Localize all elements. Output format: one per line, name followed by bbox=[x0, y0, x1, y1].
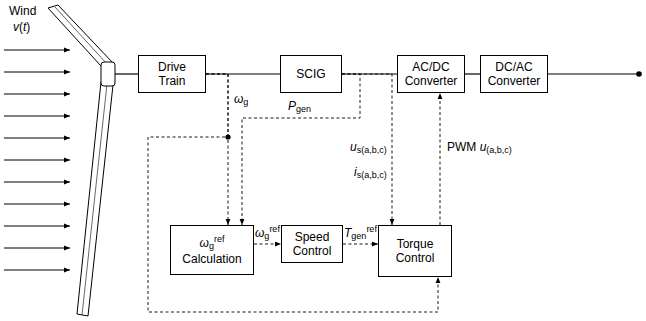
box-label: Torque Control bbox=[387, 237, 443, 266]
signal-arrow bbox=[343, 244, 378, 245]
power-line bbox=[465, 73, 480, 74]
rotor-blade bbox=[48, 5, 113, 66]
wind-arrow bbox=[4, 248, 70, 249]
text-run: g bbox=[264, 231, 269, 241]
signal-name: ωgref bbox=[254, 224, 281, 242]
signal-name: is(a,b,c) bbox=[353, 165, 388, 181]
process-box: DC/AC Converter bbox=[480, 55, 548, 93]
process-box: Drive Train bbox=[138, 55, 206, 93]
box-label: Drive Train bbox=[144, 60, 200, 89]
rotor-shaft bbox=[115, 73, 138, 74]
wind-arrow bbox=[4, 204, 70, 205]
process-box: AC/DC Converter bbox=[397, 55, 465, 93]
wind-arrow bbox=[4, 270, 70, 271]
box-label: AC/DC Converter bbox=[403, 60, 459, 89]
text-run: AC/DC Converter bbox=[405, 60, 458, 88]
grid-terminal bbox=[636, 71, 642, 77]
text-run: u bbox=[480, 140, 487, 154]
text-run: Drive Train bbox=[158, 60, 186, 88]
box-label: SCIG bbox=[296, 67, 325, 81]
text-run: ω bbox=[255, 226, 264, 240]
box-label: ωgref Calculation bbox=[176, 234, 248, 266]
grid-line bbox=[548, 73, 638, 74]
signal-arrow bbox=[440, 93, 441, 225]
wind-arrows bbox=[4, 50, 70, 270]
text-run: Torque Control bbox=[396, 237, 435, 265]
text-run: Speed Control bbox=[293, 230, 332, 258]
wind-arrow bbox=[4, 138, 70, 139]
wind-arrow bbox=[4, 182, 70, 183]
wind-arrow bbox=[4, 160, 70, 161]
signal-arrow bbox=[342, 74, 392, 225]
wind-label: Wind bbox=[8, 4, 37, 18]
box-label: DC/AC Converter bbox=[486, 60, 542, 89]
wind-arrow bbox=[4, 72, 70, 73]
text-run: ref bbox=[269, 224, 280, 234]
text-run: ω bbox=[200, 236, 209, 250]
signal-name: Tgenref bbox=[343, 224, 378, 242]
wind-arrow bbox=[4, 116, 70, 117]
text-run: i bbox=[354, 165, 357, 179]
signal-name: Pgen bbox=[287, 99, 312, 115]
signal-name: PWM u(a,b,c) bbox=[446, 140, 513, 156]
blade-edge bbox=[55, 7, 107, 64]
text-run: gen bbox=[296, 104, 311, 114]
text-run: s(a,b,c) bbox=[357, 170, 387, 180]
wind-arrow bbox=[4, 50, 70, 51]
text-run: gen bbox=[351, 231, 366, 241]
text-run: s(a,b,c) bbox=[357, 145, 387, 155]
rotor-hub bbox=[101, 62, 115, 86]
text-run: PWM bbox=[447, 140, 480, 154]
rotor-blade bbox=[77, 82, 113, 316]
text-run: Calculation bbox=[182, 252, 241, 266]
text-run: DC/AC Converter bbox=[488, 60, 541, 88]
wind-label: v(t) bbox=[12, 20, 31, 34]
wind-arrow bbox=[4, 94, 70, 95]
wind-arrow bbox=[4, 226, 70, 227]
text-run: g bbox=[243, 97, 248, 107]
text-run: (a,b,c) bbox=[486, 145, 512, 155]
signal-arrow bbox=[242, 74, 360, 225]
text-run: g bbox=[209, 241, 214, 251]
process-box: Speed Control bbox=[281, 225, 343, 263]
text-run: ( bbox=[19, 20, 23, 34]
process-box: SCIG bbox=[280, 55, 342, 93]
text-run: P bbox=[288, 99, 296, 113]
signal-name: us(a,b,c) bbox=[349, 140, 388, 156]
text-run: ref bbox=[214, 234, 225, 244]
signal-name: ωg bbox=[233, 92, 249, 108]
text-run: v bbox=[13, 20, 19, 34]
box-label: Speed Control bbox=[287, 230, 337, 259]
process-box: Torque Control bbox=[378, 225, 452, 277]
text-run: SCIG bbox=[296, 67, 325, 81]
text-run: t bbox=[23, 20, 26, 34]
text-run: u bbox=[350, 140, 357, 154]
process-box: ωgref Calculation bbox=[170, 225, 254, 275]
text-run: T bbox=[344, 226, 351, 240]
text-run: Wind bbox=[9, 4, 36, 18]
text-run: ) bbox=[26, 20, 30, 34]
blade-edge bbox=[82, 84, 107, 315]
text-run: ref bbox=[366, 224, 377, 234]
text-run: ω bbox=[234, 92, 243, 106]
signal-arrow bbox=[206, 74, 228, 225]
signal-arrow bbox=[254, 244, 281, 245]
